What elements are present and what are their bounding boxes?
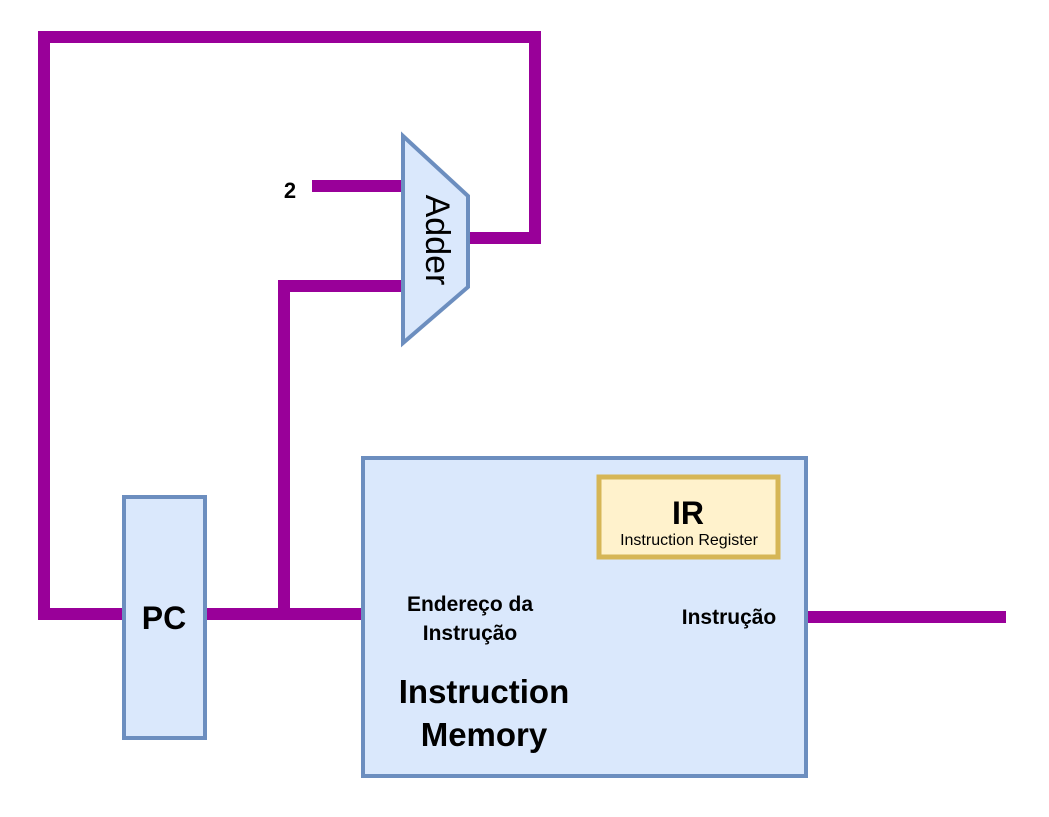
pc-feedback-wire	[38, 31, 541, 620]
constant-input-label: 2	[284, 178, 296, 203]
pc-register: PC	[122, 495, 207, 740]
ir-box	[596, 474, 781, 560]
address-port-label-line2: Instrução	[423, 622, 518, 645]
instruction-memory-title-line1: Instruction	[399, 673, 570, 710]
pc-label: PC	[142, 600, 186, 636]
ir-label: IR	[672, 495, 704, 531]
instruction-memory-title-line2: Memory	[421, 716, 548, 753]
pc-box	[122, 495, 207, 740]
ir-sublabel: Instruction Register	[620, 532, 759, 549]
pc-to-adder-wire	[278, 280, 408, 620]
instruction-register: IR Instruction Register	[596, 474, 781, 560]
adder: Adder	[401, 131, 470, 348]
output-port-label: Instrução	[682, 606, 777, 629]
address-port-label-line1: Endereço da	[407, 593, 533, 616]
adder-label: Adder	[418, 195, 456, 286]
instruction-memory: IR Instruction Register Endereço da Inst…	[361, 456, 808, 778]
wires	[38, 31, 1006, 623]
adder-shape	[401, 131, 470, 348]
